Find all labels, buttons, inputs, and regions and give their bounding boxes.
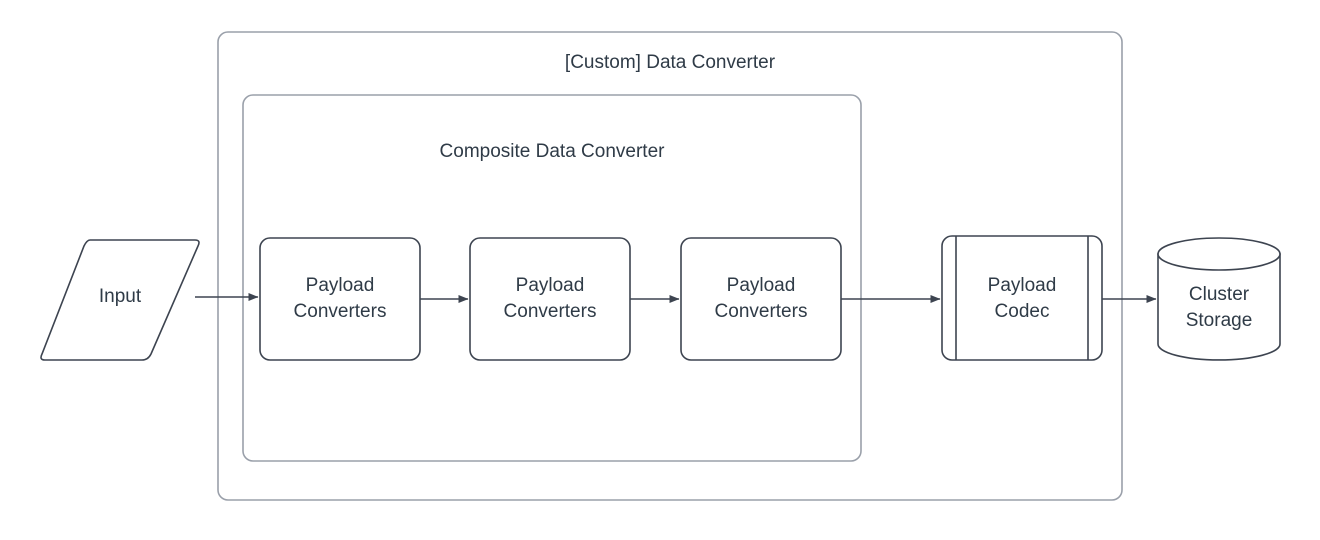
node-payload-converters-3[interactable]: Payload Converters	[680, 237, 842, 361]
node-cluster-storage-label-line-1: Cluster	[1189, 284, 1250, 305]
node-payload-converters-2[interactable]: Payload Converters	[469, 237, 631, 361]
node-payload-converters-1-label-line-1: Payload	[306, 275, 375, 296]
node-payload-converters-1-label-line-2: Converters	[294, 301, 387, 322]
node-payload-codec[interactable]: Payload Codec	[941, 235, 1103, 361]
container-custom-data-converter-title: [Custom] Data Converter	[565, 52, 776, 73]
node-cluster-storage-top	[1157, 237, 1281, 271]
connectors	[195, 293, 1157, 303]
node-payload-converters-3-shape	[680, 237, 842, 361]
node-input-label: Input	[99, 286, 142, 307]
node-payload-converters-1[interactable]: Payload Converters	[259, 237, 421, 361]
node-payload-converters-1-shape	[259, 237, 421, 361]
node-payload-codec-label-line-2: Codec	[995, 301, 1050, 322]
node-payload-converters-2-shape	[469, 237, 631, 361]
node-payload-converters-2-label-line-1: Payload	[516, 275, 585, 296]
node-cluster-storage-body	[1157, 253, 1281, 361]
node-cluster-storage[interactable]: Cluster Storage	[1157, 237, 1281, 361]
node-payload-codec-label-line-1: Payload	[988, 275, 1057, 296]
node-input-shape	[40, 239, 200, 361]
container-composite-data-converter-title: Composite Data Converter	[440, 141, 666, 162]
node-payload-converters-2-label-line-2: Converters	[504, 301, 597, 322]
node-cluster-storage-label-line-2: Storage	[1186, 310, 1253, 331]
node-payload-converters-3-label-line-2: Converters	[715, 301, 808, 322]
node-input[interactable]: Input	[40, 239, 200, 361]
node-payload-codec-shape	[941, 235, 1103, 361]
node-payload-converters-3-label-line-1: Payload	[727, 275, 796, 296]
